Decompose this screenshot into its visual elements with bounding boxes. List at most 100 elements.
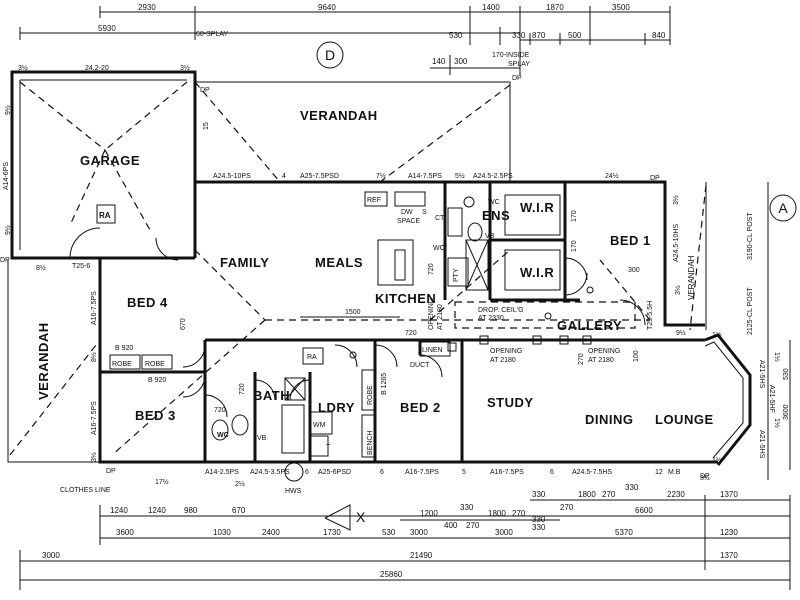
wc-bed3 [211, 419, 229, 441]
label-t: T [326, 444, 331, 451]
sheet-mark-a-label: A [778, 200, 788, 216]
room-gallery: GALLERY [557, 318, 622, 333]
window-code-8: A14-2.5PS [205, 469, 239, 476]
room-lounge: LOUNGE [655, 412, 714, 427]
label-dp-4: DP [106, 468, 116, 475]
window-code-20: 24.2-20 [85, 65, 109, 72]
window-code-18: A21-5HF [768, 385, 775, 413]
label-robe-b: ROBE [145, 361, 165, 368]
island-bench [377, 239, 414, 286]
label-wc-ens: WC [488, 199, 500, 206]
room-verandah-right: VERANDAH [687, 255, 696, 300]
ens-wc [463, 196, 475, 208]
hws-circle [284, 462, 304, 482]
sheet-mark-d-label: D [325, 47, 335, 63]
dim-bot-1240a: 1240 [110, 506, 128, 515]
shower-ens [465, 239, 489, 291]
room-bath: BATH [253, 388, 290, 403]
room-ldry: LDRY [318, 400, 355, 415]
window-code-11: A16-7.5PS [405, 469, 439, 476]
label-ra-garage: RA [99, 211, 111, 220]
label-clothes-line: CLOTHES LINE [60, 487, 111, 494]
window-code-3: A14-7.5PS [408, 173, 442, 180]
garage [10, 70, 197, 262]
label-wo: WO [433, 245, 446, 252]
window-code-14: A24.5-10HS [673, 224, 680, 262]
window-code-17: A21-5HS [758, 360, 765, 389]
label-pty: PTY [453, 268, 460, 282]
robe-a [109, 354, 141, 370]
dim-top-500: 500 [568, 31, 582, 40]
dim-bot-330e: 330 [532, 523, 546, 532]
dim-int-3hb: 3½ [180, 64, 190, 72]
dim-int-1ha: 1½ [712, 331, 722, 339]
dim-right-3600: 3600 [783, 404, 790, 420]
dim-int-270: 270 [578, 353, 585, 365]
room-labels: VERANDAH VERANDAH VERANDAH GARAGE FAMILY… [36, 108, 714, 427]
window-code-7: A16-7.5PS [91, 401, 98, 435]
dim-bot-1230: 1230 [720, 528, 738, 537]
window-code-1: A24.5-10PS [213, 173, 251, 180]
window-code-10: A25-6PSD [318, 469, 351, 476]
wm-box [309, 411, 333, 435]
dim-int-9hc: 9½ [676, 329, 686, 337]
bench-box [361, 414, 376, 458]
dim-bot-2400: 2400 [262, 528, 280, 537]
label-bench: BENCH [367, 430, 374, 455]
room-garage: GARAGE [80, 153, 140, 168]
robe-b [141, 354, 173, 370]
window-code-16: T25-6 [72, 263, 90, 270]
splay-label: 60-SPLAY [196, 31, 228, 38]
bottom-dimensions: 330 1800 270 330 2230 1370 1240 1240 980… [19, 483, 791, 590]
dim-bot-3000c: 3000 [42, 551, 60, 560]
dim-bot-1240b: 1240 [148, 506, 166, 515]
ra-hall-box [302, 347, 324, 365]
dim-int-5: 5 [462, 469, 466, 476]
window-code-9: A24.5-3.5PS [250, 469, 290, 476]
label-vb-ens: VB [485, 233, 495, 240]
dim-int-24h: 24½ [605, 172, 619, 180]
right-dimensions: 3190-CL POST 2125-CL POST 530 3600 [747, 182, 791, 480]
dim-top-140: 140 [432, 57, 446, 66]
dim-bot-5370: 5370 [615, 528, 633, 537]
dim-bot-1730: 1730 [323, 528, 341, 537]
dim-bot-270c: 270 [512, 509, 526, 518]
dim-int-720a: 720 [405, 330, 417, 337]
room-family: FAMILY [220, 255, 269, 270]
robe-bed2 [361, 369, 376, 411]
dim-int-15: 15 [203, 122, 210, 130]
label-wc-bed3: WC [217, 432, 229, 439]
dim-bot-1200: 1200 [420, 509, 438, 518]
dim-int-2h: 2½ [235, 480, 245, 488]
label-opening-a2: AT 2180 [437, 304, 444, 330]
window-code-15: T25-5.5H [647, 301, 654, 330]
wir2-box [504, 249, 561, 291]
label-opening-a1: OPENING [428, 298, 435, 330]
label-opening-b2: AT 2180 [490, 357, 516, 364]
dim-int-300: 300 [628, 267, 640, 274]
label-dp-3: DP [0, 257, 10, 264]
dim-bot-3000a: 3000 [410, 528, 428, 537]
dim-bot-670: 670 [232, 506, 246, 515]
dim-bot-330b: 330 [625, 483, 639, 492]
room-wir2: W.I.R [520, 265, 554, 280]
dim-int-1hc: 1½ [773, 418, 781, 428]
dim-bot-330a: 330 [532, 490, 546, 499]
dim-bot-25860: 25860 [380, 570, 403, 579]
bath-shower [284, 377, 306, 401]
top-dimensions: 2930 9640 1400 1870 3500 5930 530 330 87… [19, 3, 671, 75]
dim-bot-270a: 270 [602, 490, 616, 499]
ra-garage-box [96, 204, 116, 224]
label-opening-c2: AT 2180 [588, 357, 614, 364]
dim-top-9640: 9640 [318, 3, 336, 12]
dim-top-1870: 1870 [546, 3, 564, 12]
label-robe-a: ROBE [112, 361, 132, 368]
dim-int-6c: 6 [550, 469, 554, 476]
window-code-6: A16-7.5PS [91, 291, 98, 325]
dim-bot-1370a: 1370 [720, 490, 738, 499]
dim-int-3hc: 3½ [90, 452, 98, 462]
label-dw: DW [401, 209, 413, 216]
dim-bot-1030: 1030 [213, 528, 231, 537]
interior-dimensions: 1500 720 720 720 670 B 920 B 920 B 1265 … [4, 64, 781, 488]
